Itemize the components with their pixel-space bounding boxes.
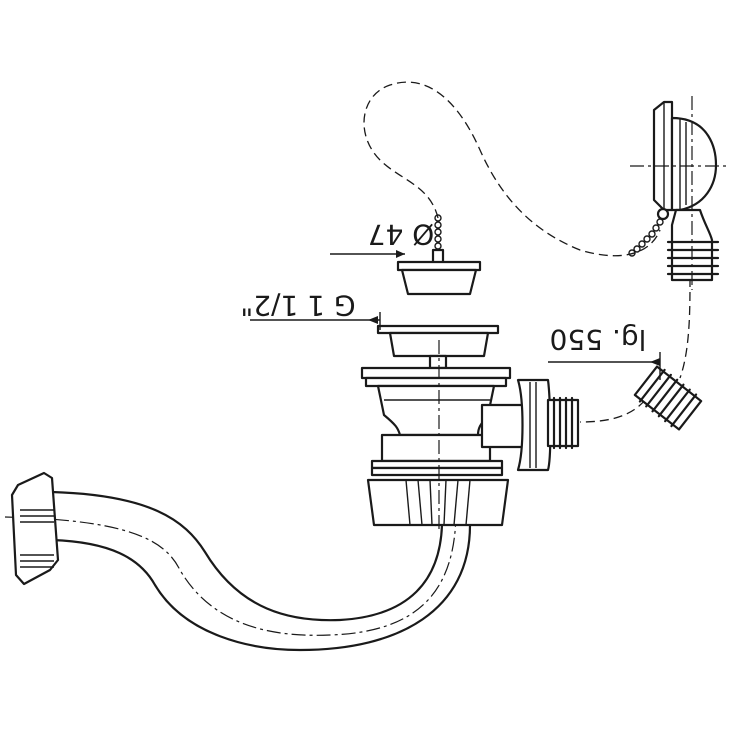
trap-nut xyxy=(366,478,510,527)
dimension-thread-size: G 1 1/2" xyxy=(240,289,381,330)
dimension-chain-length: lg. 550 xyxy=(548,323,661,380)
stopper-chain xyxy=(431,214,445,266)
overflow-head xyxy=(630,96,728,290)
dimension-stopper-diameter: Ø 47 xyxy=(330,218,434,258)
outlet-nut xyxy=(10,471,60,586)
stopper-plug xyxy=(396,260,482,296)
dimension-stopper-diameter-label: Ø 47 xyxy=(368,218,435,251)
trap-pipe xyxy=(4,490,472,652)
overflow-hose-path-dashed xyxy=(579,277,691,423)
overflow-head-ribs xyxy=(666,240,720,276)
overflow-chain xyxy=(628,218,664,257)
drain-thread-rings xyxy=(370,459,504,477)
dimension-thread-size-label: G 1 1/2" xyxy=(240,289,355,322)
drain-body xyxy=(360,366,580,477)
chain-path-dashed xyxy=(363,81,661,257)
strainer-basin xyxy=(376,324,500,370)
dimension-chain-length-label: lg. 550 xyxy=(550,323,647,356)
overflow-hose-end xyxy=(633,365,703,431)
